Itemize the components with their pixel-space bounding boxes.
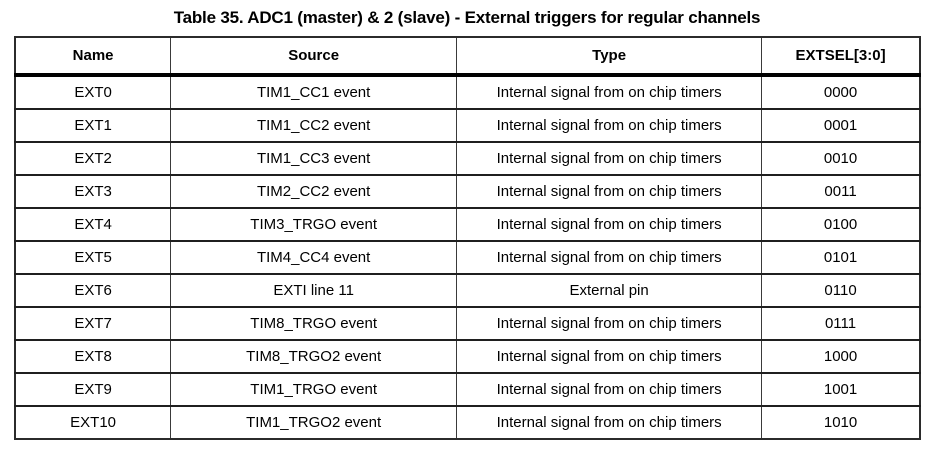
cell-extsel: 0010 — [761, 141, 920, 175]
cell-type: Internal signal from on chip timers — [456, 108, 762, 142]
cell-name: EXT8 — [15, 339, 171, 373]
cell-name: EXT1 — [15, 108, 171, 142]
cell-extsel: 1000 — [761, 339, 920, 373]
cell-source: TIM2_CC2 event — [170, 174, 457, 208]
cell-source: TIM1_TRGO2 event — [170, 405, 457, 439]
cell-source: EXTI line 11 — [170, 273, 457, 307]
cell-extsel: 0110 — [761, 273, 920, 307]
cell-source: TIM1_CC2 event — [170, 108, 457, 142]
column-header-type: Type — [456, 37, 762, 77]
cell-extsel: 1001 — [761, 372, 920, 406]
column-header-source: Source — [170, 37, 457, 77]
cell-name: EXT10 — [15, 405, 171, 439]
cell-name: EXT3 — [15, 174, 171, 208]
cell-name: EXT5 — [15, 240, 171, 274]
cell-extsel: 1010 — [761, 405, 920, 439]
cell-source: TIM3_TRGO event — [170, 207, 457, 241]
cell-source: TIM8_TRGO2 event — [170, 339, 457, 373]
cell-source: TIM4_CC4 event — [170, 240, 457, 274]
cell-type: Internal signal from on chip timers — [456, 339, 762, 373]
cell-extsel: 0001 — [761, 108, 920, 142]
cell-type: Internal signal from on chip timers — [456, 306, 762, 340]
column-header-name: Name — [15, 37, 171, 77]
cell-extsel: 0101 — [761, 240, 920, 274]
cell-extsel: 0011 — [761, 174, 920, 208]
cell-type: Internal signal from on chip timers — [456, 405, 762, 439]
cell-name: EXT0 — [74, 84, 112, 101]
cell-source: TIM1_TRGO event — [170, 372, 457, 406]
table-title: Table 35. ADC1 (master) & 2 (slave) - Ex… — [173, 8, 761, 27]
cell-extsel: 0111 — [761, 306, 920, 340]
cell-name: EXT7 — [15, 306, 171, 340]
cell-source: TIM1_CC1 event — [170, 75, 457, 109]
cell-type: Internal signal from on chip timers — [456, 141, 762, 175]
cell-name: EXT4 — [15, 207, 171, 241]
cell-type: Internal signal from on chip timers — [456, 174, 762, 208]
cell-type: Internal signal from on chip timers — [456, 372, 762, 406]
cell-source: TIM1_CC3 event — [170, 141, 457, 175]
cell-type: Internal signal from on chip timers — [456, 75, 762, 109]
cell-name: EXT9 — [15, 372, 171, 406]
cell-type: Internal signal from on chip timers — [456, 240, 762, 274]
cell-type: External pin — [456, 273, 762, 307]
column-header-extsel: EXTSEL[3:0] — [761, 37, 920, 77]
cell-source: TIM8_TRGO event — [170, 306, 457, 340]
cell-name: EXT2 — [15, 141, 171, 175]
cell-name: EXT6 — [15, 273, 171, 307]
cell-extsel: 0100 — [761, 207, 920, 241]
cell-type: Internal signal from on chip timers — [456, 207, 762, 241]
cell-extsel: 0000 — [761, 75, 920, 109]
